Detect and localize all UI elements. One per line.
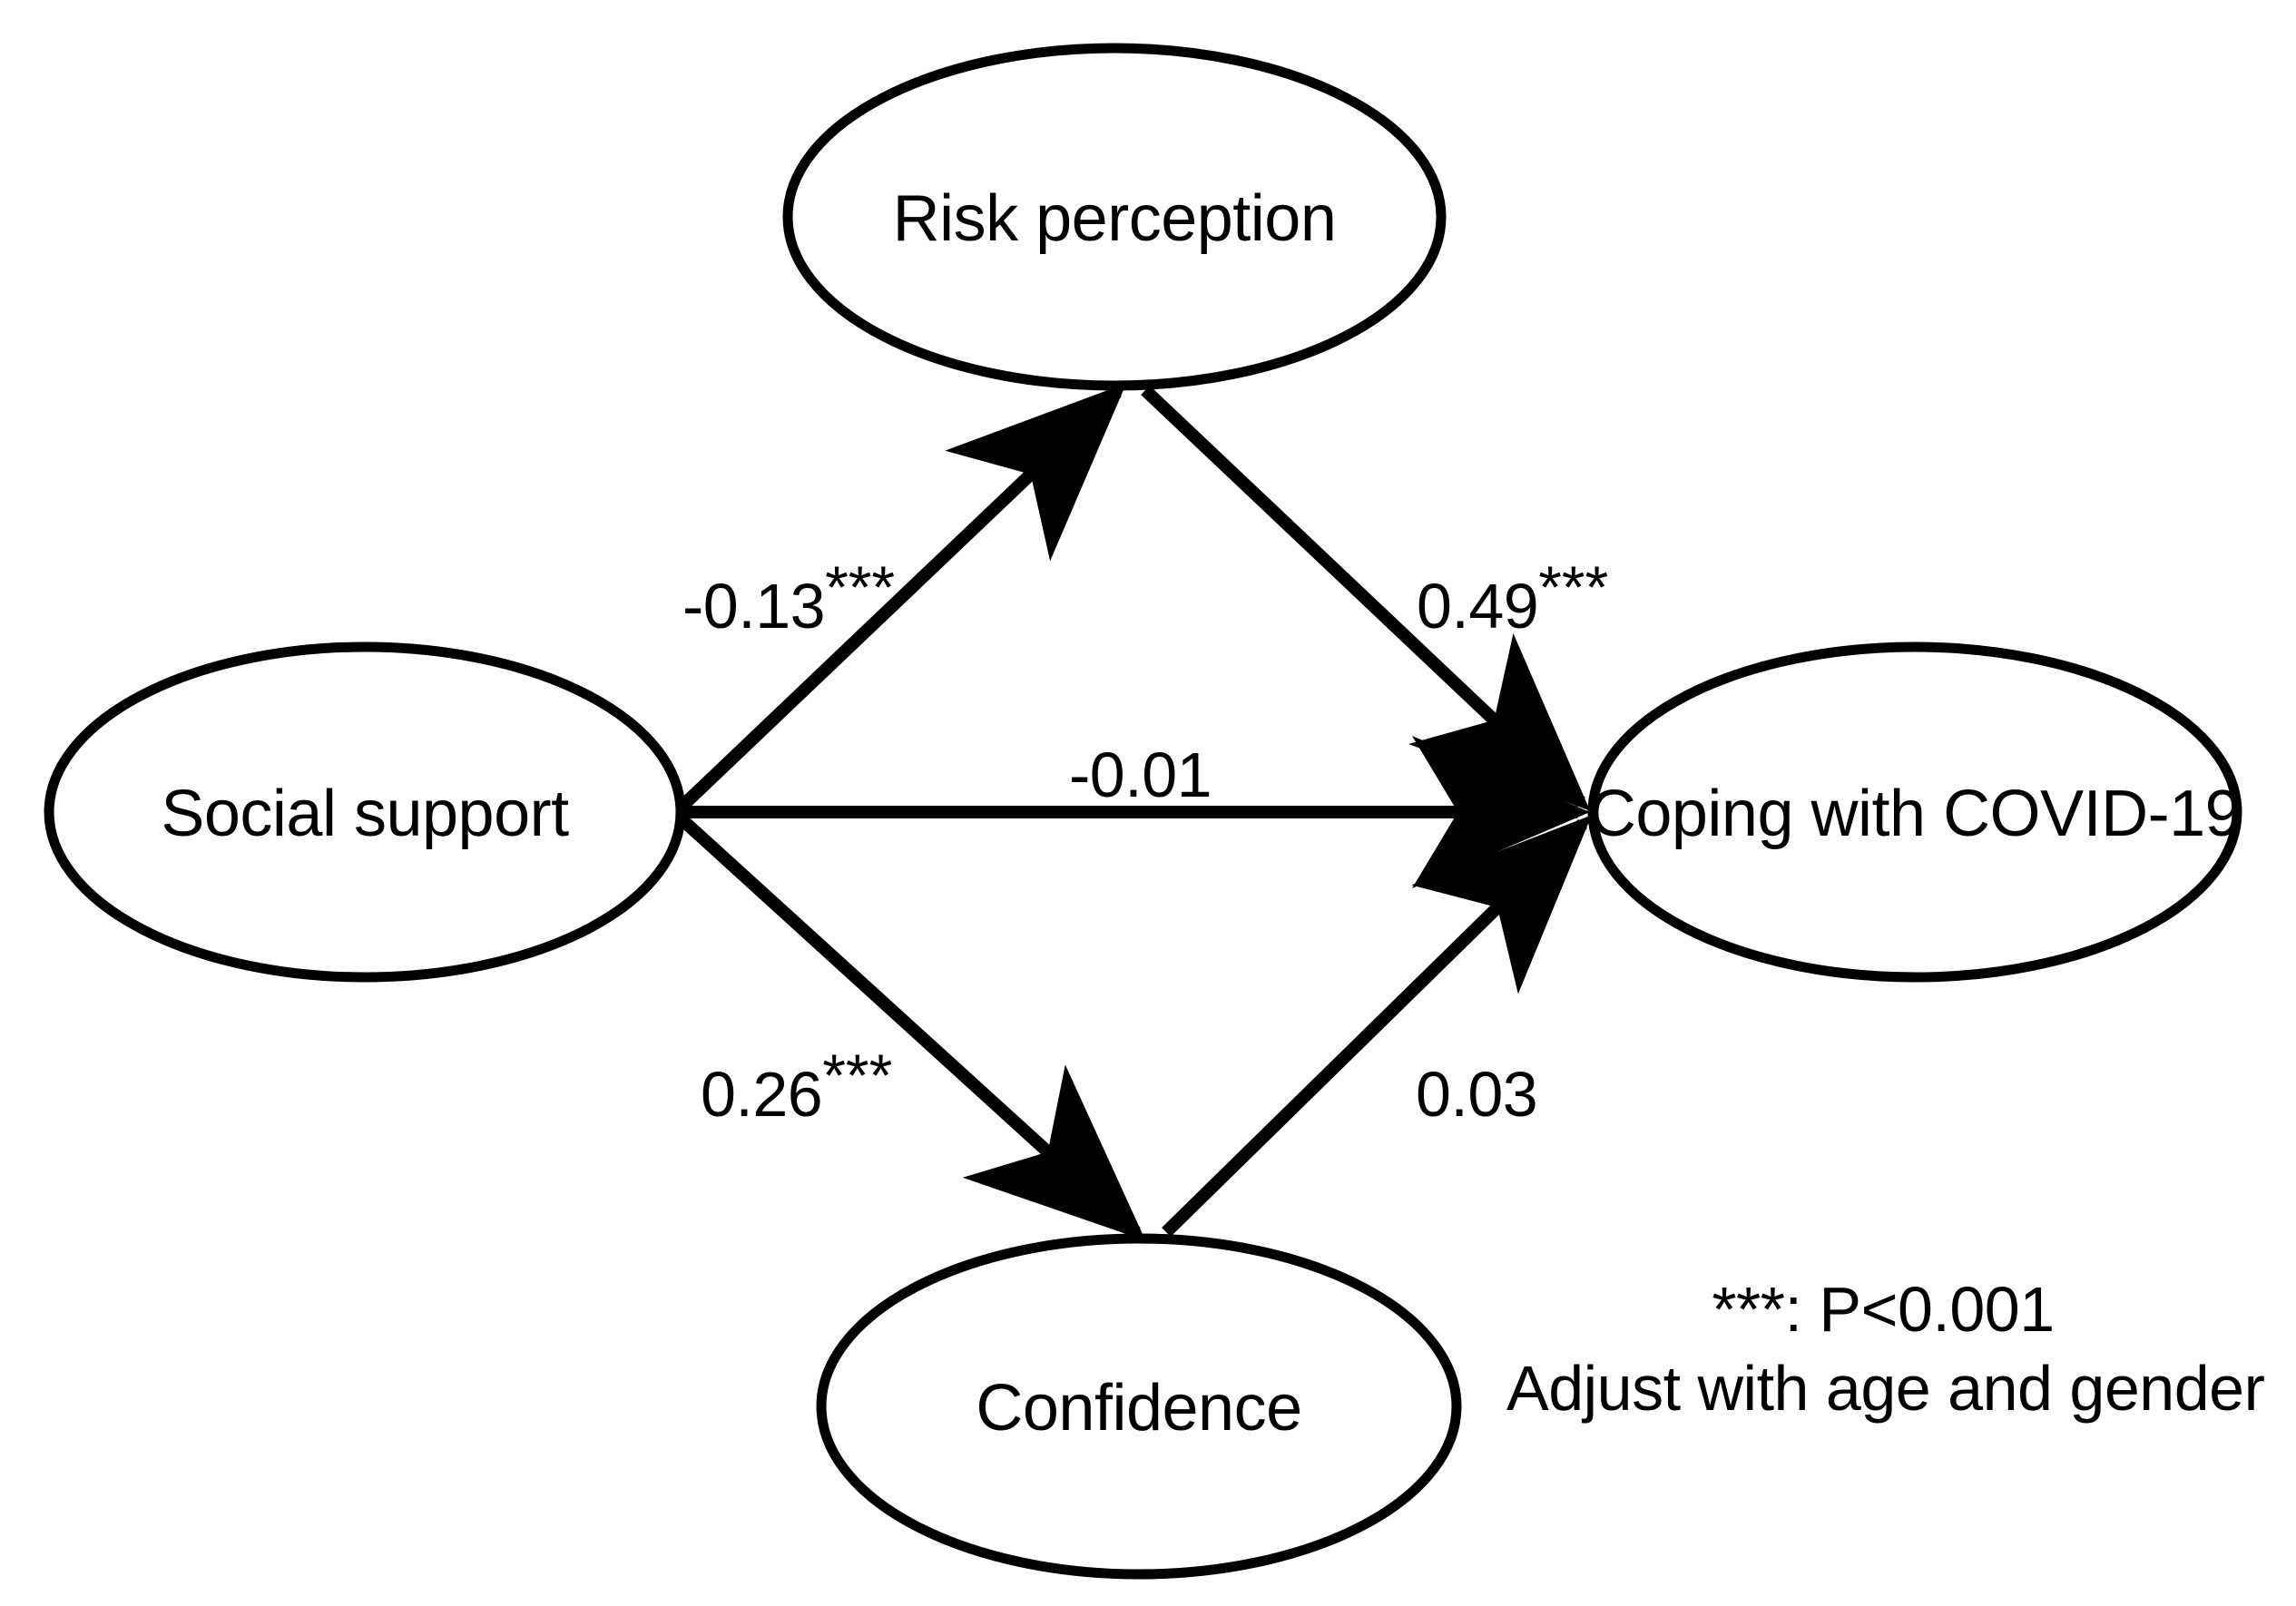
edge-significance-stars: *** [825,553,896,621]
node-ellipse-coping-with-covid19[interactable] [1587,641,2242,983]
edge-line-social-support-to-risk-perception [674,383,1127,815]
edge-coefficient-value: -0.13 [682,571,826,641]
edge-label-social-support-to-risk-perception: -0.13*** [682,557,895,638]
edge-significance-stars: *** [822,1042,893,1109]
edge-coefficient-value: 0.03 [1416,1059,1538,1130]
edge-coefficient-value: 0.49 [1417,571,1539,641]
edge-lines [674,383,1592,1241]
edge-coefficient-value: -0.01 [1069,739,1212,810]
edge-line-confidence-to-coping [1162,815,1592,1237]
node-label-coping-with-covid19: Coping with COVID-19 [1588,778,2242,850]
edge-label-confidence-to-coping: 0.03 [1416,1045,1538,1126]
legend-block: ***: P<0.001 Adjust with age and gender [1506,1270,2265,1428]
legend-adjustment-note: Adjust with age and gender [1506,1352,2265,1424]
edge-label-social-support-to-coping: -0.01 [1069,726,1212,807]
edge-line-social-support-to-confidence [674,811,1146,1241]
edge-coefficient-value: 0.26 [701,1059,823,1130]
node-ellipse-confidence[interactable] [816,1233,1462,1580]
node-label-confidence: Confidence [976,1372,1302,1444]
edge-significance-stars: *** [1538,553,1609,621]
edge-label-risk-perception-to-coping: 0.49*** [1417,557,1608,638]
node-ellipse-social-support[interactable] [44,641,686,983]
node-label-social-support: Social support [161,778,569,850]
node-ellipse-risk-perception[interactable] [782,43,1447,391]
node-ellipses [44,43,2242,1580]
node-label-risk-perception: Risk perception [892,182,1337,255]
legend-significance-note: ***: P<0.001 [1712,1274,2055,1345]
edge-line-risk-perception-to-coping [1141,385,1591,811]
edge-label-social-support-to-confidence: 0.26*** [701,1045,892,1126]
